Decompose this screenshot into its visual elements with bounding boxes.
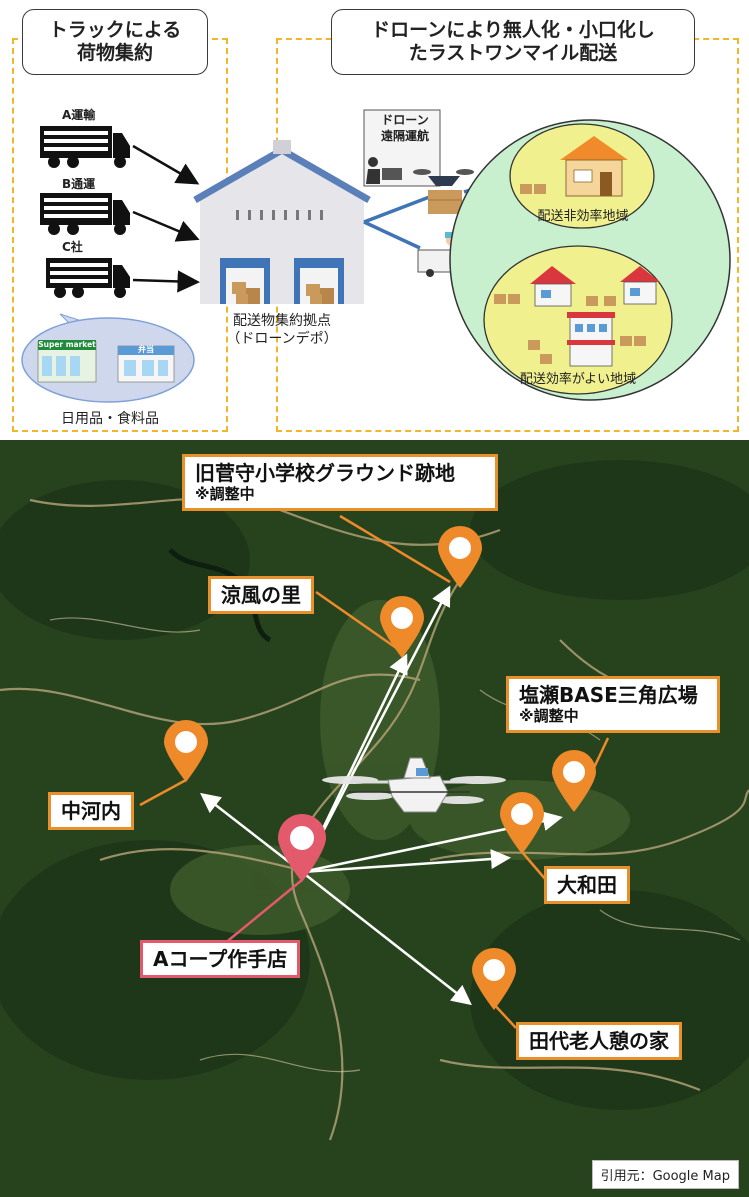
pin-shionose — [552, 750, 596, 812]
houses-efficient — [494, 266, 660, 367]
logistics-diagram: トラックによる 荷物集約 ドローンにより無人化・小口化し たラストワンマイル配送… — [0, 0, 749, 440]
label-kyu-suga: 旧菅守小学校グラウンド跡地 ※調整中 — [182, 454, 498, 511]
label-suzukaze: 涼風の里 — [208, 576, 314, 614]
truck-section-title: トラックによる 荷物集約 — [22, 9, 208, 75]
label-shionose: 塩瀬BASE三角広場 ※調整中 — [506, 676, 720, 733]
store-sign-bento: 弁当 — [138, 345, 154, 354]
pin-yamatoda — [500, 792, 544, 854]
truck-icon-a — [40, 126, 130, 168]
house-icon-inefficient — [520, 136, 628, 197]
pin-kyu-suga — [438, 526, 482, 588]
stores-bubble — [21, 313, 195, 403]
truck-icon-b — [40, 193, 130, 235]
store-sign-supermarket: Super market — [38, 340, 96, 349]
drone-icon — [322, 757, 506, 813]
label-tashiro: 田代老人憩の家 — [516, 1022, 682, 1060]
pin-suzukaze — [380, 596, 424, 658]
truck-label-a: A運輸 — [62, 108, 96, 122]
label-yamatoda: 大和田 — [544, 866, 630, 904]
drone-section-title: ドローンにより無人化・小口化し たラストワンマイル配送 — [331, 9, 695, 75]
depot-caption: 配送物集約拠点 （ドローンデポ） — [226, 313, 338, 347]
truck-label-b: B通運 — [62, 177, 96, 191]
truck-label-c: C社 — [62, 240, 83, 254]
daily-goods-caption: 日用品・食料品 — [61, 411, 159, 427]
pin-acoop — [278, 814, 326, 882]
area-inefficient-label: 配送非効率地域 — [537, 209, 629, 224]
pin-tashiro — [472, 948, 516, 1010]
label-nakagouchi: 中河内 — [48, 792, 134, 830]
label-acoop: Aコープ作手店 — [140, 940, 301, 978]
satellite-map: 旧菅守小学校グラウンド跡地 ※調整中 涼風の里 塩瀬BASE三角広場 ※調整中 … — [0, 440, 749, 1197]
truck-diagram-graphics — [21, 109, 731, 403]
area-efficient-label: 配送効率がよい地域 — [519, 372, 637, 387]
drone-with-package-icon — [413, 169, 474, 214]
remote-nav-caption: ドローン 遠隔運航 — [380, 113, 429, 143]
truck-icon-c — [46, 258, 130, 298]
map-credit: 引用元：Google Map — [591, 1160, 739, 1189]
depot-warehouse — [193, 140, 371, 304]
pin-nakagouchi — [164, 720, 208, 782]
